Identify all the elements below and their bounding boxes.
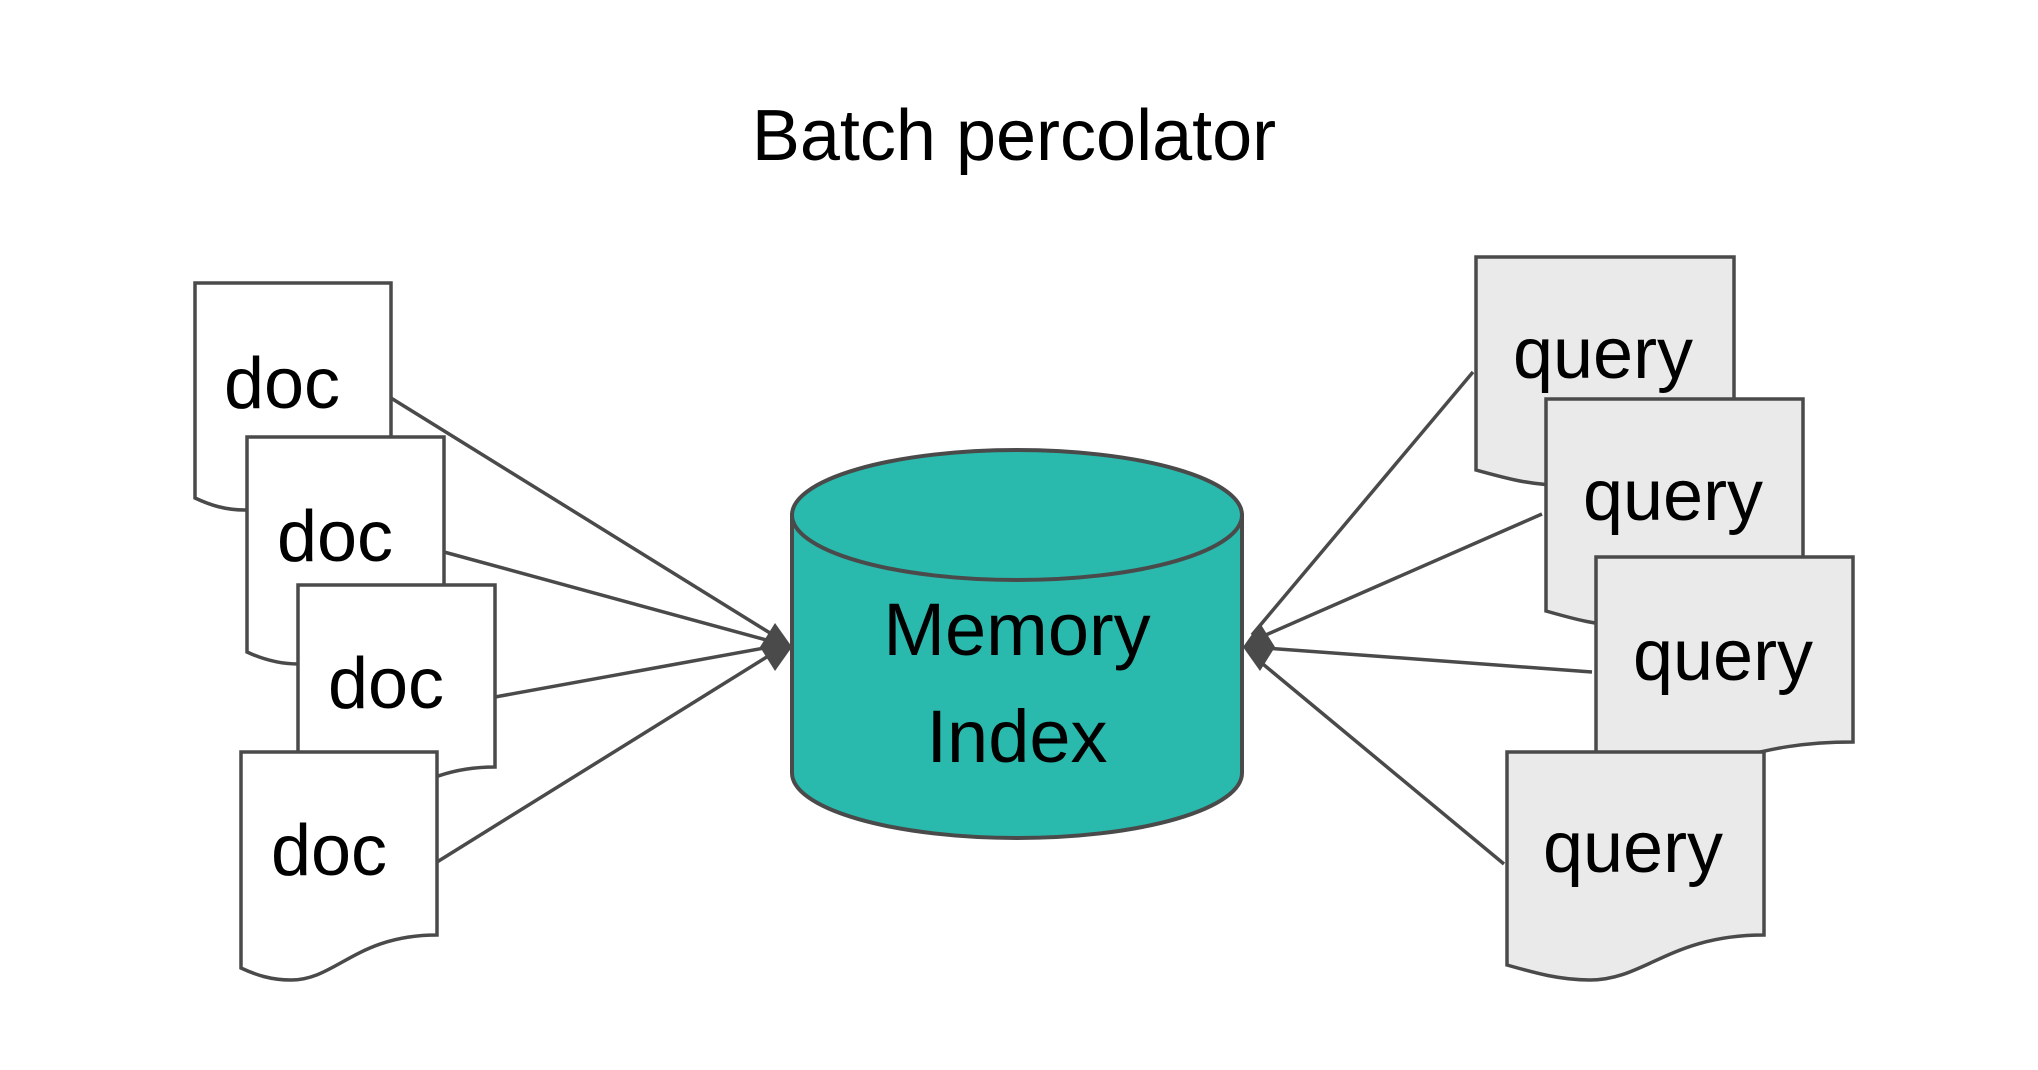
left-arrowhead-icon [760,623,792,671]
doc-stack: doc doc doc doc [193,281,497,982]
diagram-title: Batch percolator [752,96,1276,176]
memory-index-label-line1: Memory [883,588,1150,671]
query-label: query [1543,808,1723,888]
memory-index-label-line2: Index [926,695,1107,778]
memory-index-cylinder: Memory Index [790,448,1244,840]
query-connector-3 [1251,645,1593,674]
doc-item: doc [239,750,439,982]
doc-label: doc [271,811,387,891]
query-item: query [1594,555,1855,768]
right-arrowhead-icon [1243,623,1275,671]
doc-connector-2 [443,550,771,643]
query-connector-1 [1250,370,1475,637]
query-stack: query query query query [1474,255,1855,982]
doc-connector-4 [436,653,771,864]
doc-label: doc [224,344,340,424]
query-connectors [1250,370,1593,866]
query-label: query [1513,314,1693,394]
doc-connector-1 [390,396,771,635]
query-connector-2 [1251,512,1543,643]
doc-connector-3 [494,645,771,699]
query-label: query [1633,616,1813,696]
doc-label: doc [328,644,444,724]
doc-label: doc [277,497,393,577]
query-connector-4 [1250,653,1506,866]
cylinder-top [790,448,1244,582]
doc-connectors [390,396,771,864]
query-label: query [1583,456,1763,536]
query-item: query [1505,750,1766,982]
cylinder-body [790,513,1244,840]
